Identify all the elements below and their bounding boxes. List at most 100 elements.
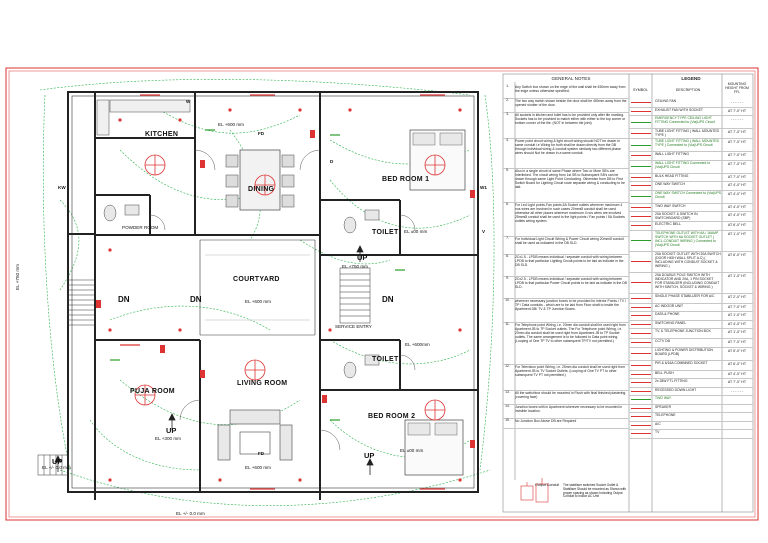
legend-mounting-height: AT 6'-0" HT bbox=[727, 252, 747, 257]
note-number: 9. bbox=[506, 276, 509, 280]
note-text: 2Cx2.5 - LPDB means individual / separat… bbox=[515, 277, 627, 290]
legend-symbol-icon bbox=[631, 399, 651, 401]
stair-up-bottom: UP bbox=[52, 457, 63, 466]
light-point-icons bbox=[108, 108, 462, 482]
stair-up-living: UP bbox=[166, 426, 177, 435]
legend-description: SPEAKER bbox=[655, 404, 672, 409]
legend-panel: LEGEND SYMBOL DESCRIPTION MOUNTING HEIGH… bbox=[629, 74, 753, 512]
legend-row: TWO WAY SWITCH AT 4'-0" HT bbox=[629, 203, 753, 212]
ceiling-fan-icons bbox=[134, 154, 446, 421]
legend-description: BELL PUSH bbox=[655, 370, 674, 375]
stair-up-bed-2: UP bbox=[364, 451, 375, 460]
legend-symbol-icon bbox=[631, 373, 651, 375]
green-ups-points bbox=[110, 129, 405, 421]
legend-description: TWO WAY bbox=[655, 396, 672, 400]
note-number: 13. bbox=[505, 390, 510, 394]
general-notes-panel: GENERAL NOTES 1.Any Switch box shown on … bbox=[503, 74, 629, 512]
legend-symbol-icon bbox=[631, 342, 651, 344]
legend-description: CEILING FAN bbox=[655, 99, 677, 103]
level-right-mid: EL +600mm bbox=[405, 342, 430, 347]
legend-row: TUBE LIGHT FITTING ( WALL MOUNTED TYPE )… bbox=[629, 128, 753, 139]
legend-mounting-height: AT 7'-0" HT bbox=[727, 130, 747, 134]
legend-mounting-height: AT 4'-0" HT bbox=[727, 191, 747, 196]
room-toilet-2: TOILET bbox=[372, 356, 399, 363]
legend-description: 2x 28W FTL FITTING bbox=[655, 379, 688, 383]
note-text: wherever necessary junction boxes to be … bbox=[515, 299, 626, 312]
legend-description: EXHAUST FAN WITH SOCKET bbox=[655, 107, 703, 112]
legend-symbol-icon bbox=[631, 333, 651, 334]
stair-up-courtyard: UP bbox=[357, 253, 368, 262]
note-row: 9. 2Cx2.5 - LPDB means individual / separ… bbox=[503, 276, 629, 299]
output-diagram bbox=[520, 478, 549, 503]
legend-row: TV bbox=[629, 429, 753, 439]
note-text: All sockets in kitchen and toilet has to… bbox=[515, 113, 626, 126]
stair-dn-center: DN bbox=[190, 295, 202, 304]
legend-description: TUBE LIGHT FITTING ( WALL MOUNTED TYPE ) bbox=[655, 129, 720, 137]
legend-row: EMERGENCY TYPE CEILING LIGHT FITTING Con… bbox=[629, 115, 753, 129]
bed-1 bbox=[409, 129, 466, 191]
legend-symbol-icon bbox=[631, 185, 651, 187]
legend-symbol-icon bbox=[631, 155, 651, 157]
note-text: 2Cx1.5 - LPDB means individual / separat… bbox=[515, 255, 624, 268]
legend-row: RECESSED DOWN LIGHT- - - - - - bbox=[629, 387, 753, 396]
note-row: 1.Any Switch box shown on the edge of th… bbox=[503, 84, 629, 99]
door-tag-fd-bottom: FD bbox=[258, 451, 265, 456]
output-conduit-note: The stabiliser switched Socket Outlet & … bbox=[563, 483, 627, 499]
legend-symbol-icon bbox=[631, 390, 651, 392]
sheet-inner-border bbox=[8, 70, 756, 518]
legend-symbol-icon bbox=[631, 306, 651, 308]
legend-col-symbol: SYMBOL bbox=[633, 88, 648, 92]
note-text: Power point circuit wiring & light circu… bbox=[515, 139, 621, 156]
legend-symbol-icon bbox=[631, 382, 651, 384]
legend-description: TELEPHONE bbox=[655, 413, 676, 417]
output-conduit-label: Output Conduit bbox=[535, 483, 560, 487]
legend-mounting-height: - - - - - - bbox=[730, 388, 744, 393]
legend-row: 20A SOCKET OUTLET WITH 20A SWITCH (DOOR … bbox=[629, 251, 753, 273]
note-row: 7.For Individual Light Circuit Wiring & … bbox=[503, 236, 629, 255]
tube-light-icons bbox=[120, 94, 445, 490]
stair-right bbox=[339, 267, 371, 324]
legend-mounting-height: AT 6'-0" HT bbox=[727, 361, 747, 366]
note-row: 8.2Cx1.5 - LPDB means individual / separ… bbox=[503, 254, 629, 277]
legend-symbol-icon bbox=[631, 121, 651, 123]
room-living: LIVING ROOM bbox=[237, 380, 288, 387]
note-number: 5. bbox=[506, 168, 509, 172]
note-row: 3.All sockets in kitchen and toilet has … bbox=[503, 112, 629, 139]
window-tag-v: V bbox=[482, 229, 486, 234]
legend-mounting-height: AT 4'-0" HT bbox=[727, 213, 747, 217]
legend-symbol-icon bbox=[631, 216, 651, 217]
legend-symbol-icon bbox=[631, 433, 651, 435]
legend-description: ONE WAY SWITCH Connected to (Via)UPS Cir… bbox=[655, 190, 721, 199]
note-text: No Junction Box Above DB are Required bbox=[515, 419, 577, 423]
legend-symbol-icon bbox=[631, 206, 651, 208]
kitchen-counter bbox=[96, 99, 191, 136]
note-text: Any Switch box shown on the edge of the … bbox=[515, 85, 626, 94]
legend-mounting-height: AT 4'-0" HT bbox=[727, 204, 747, 209]
note-row: 6.For Led Light points,Fan points,5A Soc… bbox=[503, 202, 629, 237]
note-text: All the switchbox should be mounted in F… bbox=[515, 391, 627, 400]
up-arrows bbox=[54, 245, 374, 475]
legend-description: LIGHTING & POWER DISTRIBUTION BOARD (LPD… bbox=[655, 347, 713, 356]
legend-description: 20A SOCKET & SWITCH IN SWITCHBOARD (SBP) bbox=[655, 212, 698, 220]
level-kitchen-top: EL +600 mm bbox=[218, 122, 245, 127]
legend-mounting-height: - - - - - - bbox=[730, 117, 744, 121]
legend-description: TWO WAY SWITCH bbox=[655, 203, 686, 208]
legend-symbol-icon bbox=[631, 407, 651, 409]
legend-symbol-icon bbox=[631, 353, 651, 354]
legend-mounting-height: AT 7'-0" HT bbox=[727, 304, 747, 309]
room-toilet-1: TOILET bbox=[372, 229, 399, 236]
legend-mounting-height: AT 7'-0" HT bbox=[727, 153, 747, 157]
legend-row: WALL LIGHT FITTING Connected to (Via)UPS… bbox=[629, 160, 753, 174]
legend-mounting-height: AT 2'-0" HT bbox=[727, 294, 747, 299]
legend-mounting-height: AT 4'-0" HT bbox=[727, 371, 747, 376]
note-number: 14. bbox=[505, 404, 510, 408]
legend-description: ELECTRIC BELL bbox=[655, 222, 682, 226]
level-left-side: EL +750 mm bbox=[15, 263, 20, 290]
stair-dn-left: DN bbox=[118, 295, 130, 304]
legend-mounting-height: AT 7'-0" HT bbox=[727, 161, 747, 166]
